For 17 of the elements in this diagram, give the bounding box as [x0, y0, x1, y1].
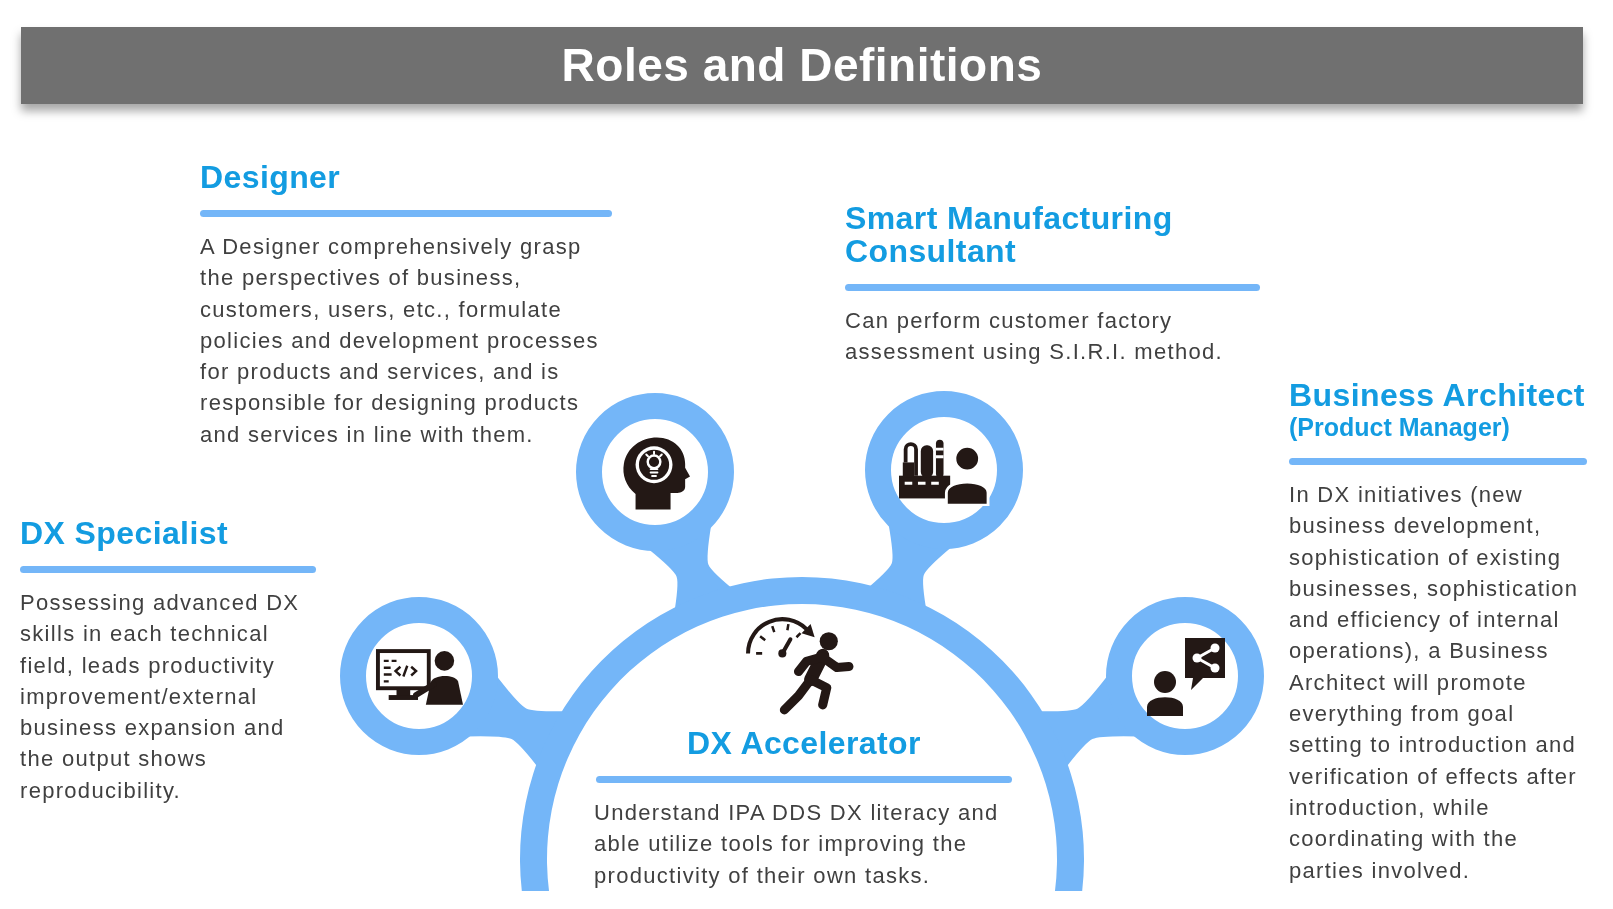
- role-heading: Business Architect: [1289, 379, 1585, 412]
- role-description: Possessing advanced DX skills in each technical field, leads productivity improvement/external business expansion and the output shows reproducibility.: [20, 589, 301, 805]
- role-description: In DX initiatives (new business development, sophistication of existing businesses, sophistication and efficiency of internal operations), a Business Architect will promote everything from goal setting to introduction and verification of effects after introduction, while coordinating with the parties involved.: [1289, 481, 1580, 885]
- role-description: Can perform customer factory assessment using S.I.R.I. method.: [845, 307, 1224, 367]
- ring-circle: [865, 391, 1023, 549]
- role-heading: DX Accelerator: [687, 727, 921, 760]
- role-heading: Designer: [200, 161, 341, 194]
- ring-circle: [340, 597, 498, 755]
- ring-circle: [1106, 597, 1264, 755]
- role-subheading: (Product Manager): [1289, 412, 1510, 442]
- arch-band: [520, 577, 1084, 891]
- role-description: Understand IPA DDS DX literacy and able utilize tools for improving the productivity of their own tasks.: [594, 799, 1000, 890]
- role-description: A Designer comprehensively grasp the perspectives of business, customers, users, etc., formulate policies and development processes for products and services, and is responsible for designing products and services in line with them.: [200, 233, 600, 449]
- role-heading: DX Specialist: [20, 517, 228, 550]
- role-heading: Smart Manufacturing Consultant: [845, 202, 1174, 268]
- title-banner: Roles and Definitions: [21, 27, 1583, 104]
- ring-circle: [576, 393, 734, 551]
